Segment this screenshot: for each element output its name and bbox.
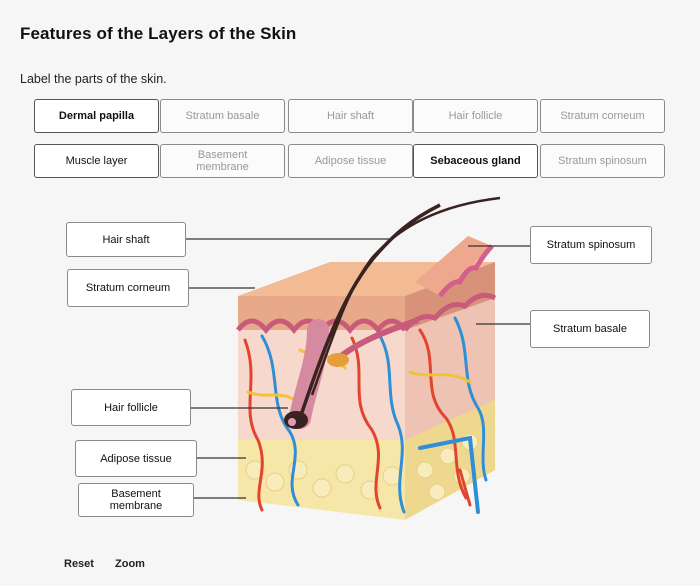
peeled-epidermis-flap [415, 236, 494, 298]
bank-item-hair-follicle[interactable]: Hair follicle [413, 99, 538, 133]
bank-item-sebaceous-gland[interactable]: Sebaceous gland [413, 144, 538, 178]
bank-item-dermal-papilla[interactable]: Dermal papilla [34, 99, 159, 133]
hair-and-follicle [284, 196, 501, 429]
drop-zone-hair-shaft[interactable]: Hair shaft [66, 222, 186, 257]
zoom-button[interactable]: Zoom [115, 558, 145, 570]
drop-zone-stratum-spinosum[interactable]: Stratum spinosum [530, 226, 652, 264]
instruction-text: Label the parts of the skin. [20, 72, 167, 86]
drop-zone-hair-follicle[interactable]: Hair follicle [71, 389, 191, 426]
drop-zone-adipose-tissue[interactable]: Adipose tissue [75, 440, 197, 477]
bank-item-muscle-layer[interactable]: Muscle layer [34, 144, 159, 178]
leader-lines [170, 238, 530, 499]
bank-item-stratum-spinosum[interactable]: Stratum spinosum [540, 144, 665, 178]
bank-item-basement-membrane[interactable]: Basement membrane [160, 144, 285, 178]
drop-zone-stratum-basale[interactable]: Stratum basale [530, 310, 650, 348]
bank-item-stratum-corneum[interactable]: Stratum corneum [540, 99, 665, 133]
page-title: Features of the Layers of the Skin [20, 24, 297, 43]
bank-item-hair-shaft[interactable]: Hair shaft [288, 99, 413, 133]
reset-button[interactable]: Reset [64, 558, 94, 570]
bank-item-adipose-tissue[interactable]: Adipose tissue [288, 144, 413, 178]
drop-zone-stratum-corneum[interactable]: Stratum corneum [67, 269, 189, 307]
bank-item-stratum-basale[interactable]: Stratum basale [160, 99, 285, 133]
blood-vessels [243, 316, 488, 514]
drop-zone-basement-membrane[interactable]: Basement membrane [78, 483, 194, 517]
